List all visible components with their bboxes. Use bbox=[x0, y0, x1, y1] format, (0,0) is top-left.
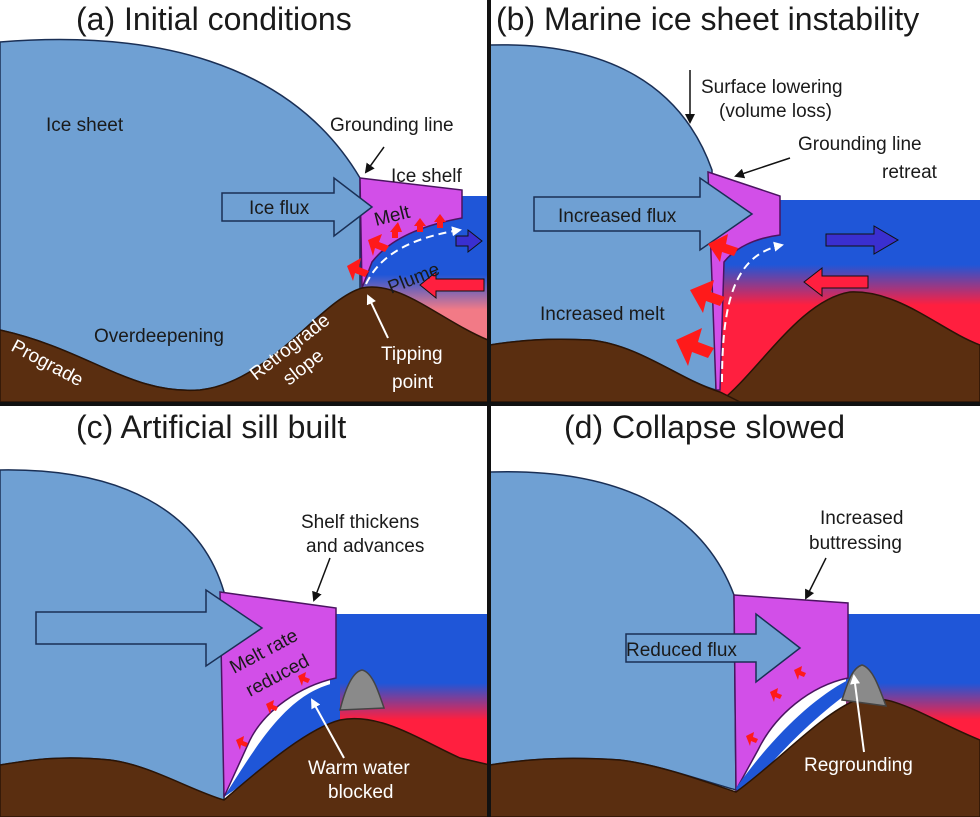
panel-d: (d) Collapse slowed Increased buttressin… bbox=[489, 409, 980, 817]
retreat-label: retreat bbox=[882, 162, 938, 183]
plume-path bbox=[721, 241, 784, 383]
bedrock-bump bbox=[717, 291, 980, 403]
panel-b: (b) Marine ice sheet instability Surface… bbox=[489, 1, 980, 403]
regrounding-label: Regrounding bbox=[804, 755, 913, 776]
outflow-arrow bbox=[455, 228, 483, 254]
increased-flux-arrow bbox=[533, 176, 754, 252]
volume-loss-label: (volume loss) bbox=[719, 101, 832, 122]
increased-flux-label: Increased flux bbox=[558, 206, 677, 227]
panel-d-title: (d) Collapse slowed bbox=[564, 409, 845, 445]
buttressing-label: buttressing bbox=[809, 533, 902, 554]
increased-label: Increased bbox=[820, 508, 903, 529]
buttressing-pointer bbox=[805, 557, 827, 600]
increased-melt-label: Increased melt bbox=[540, 304, 665, 325]
tipping-label: Tipping bbox=[381, 344, 443, 365]
bedrock bbox=[0, 717, 491, 817]
bedrock bbox=[489, 338, 741, 403]
warm-water-label: Warm water bbox=[308, 758, 410, 779]
sill bbox=[339, 669, 386, 711]
panel-b-title: (b) Marine ice sheet instability bbox=[496, 1, 919, 37]
ice-sheet-label: Ice sheet bbox=[46, 115, 124, 136]
ice-shelf bbox=[219, 591, 337, 798]
shelf-pointer bbox=[312, 557, 331, 602]
blocked-label: blocked bbox=[328, 782, 394, 803]
warm-water-wedge bbox=[224, 682, 340, 797]
and-advances-label: and advances bbox=[306, 536, 424, 557]
flux-arrow bbox=[35, 588, 264, 668]
overdeepening-label: Overdeepening bbox=[94, 326, 224, 347]
gl-retreat-pointer bbox=[734, 157, 791, 179]
grounding-line-pointer bbox=[364, 146, 385, 174]
reduced-flux-label: Reduced flux bbox=[626, 640, 737, 661]
tipping-point-pointer bbox=[366, 294, 389, 339]
bedrock bbox=[0, 286, 489, 403]
melt-arrows bbox=[236, 672, 310, 750]
shelf-thickens-label: Shelf thickens bbox=[301, 512, 419, 533]
panel-c-title: (c) Artificial sill built bbox=[76, 409, 346, 445]
grounding-line-label: Grounding line bbox=[330, 115, 454, 136]
ice-sheet bbox=[489, 470, 737, 791]
reduced-flux-arrow bbox=[625, 612, 802, 684]
outflow-arrow bbox=[825, 225, 899, 255]
ice-shelf-label: Ice shelf bbox=[391, 166, 462, 187]
melt-arrows bbox=[676, 234, 738, 366]
ice-flux-arrow bbox=[221, 176, 374, 238]
inflow-arrow bbox=[803, 266, 869, 298]
panel-a-title: (a) Initial conditions bbox=[76, 1, 352, 37]
point-label: point bbox=[392, 372, 434, 393]
bedrock bbox=[489, 697, 980, 817]
melt-arrows bbox=[746, 666, 806, 746]
panel-a: (a) Initial conditions Ice sheet Groundi… bbox=[0, 1, 489, 403]
inflow-arrow bbox=[419, 270, 485, 300]
surface-lowering-label: Surface lowering bbox=[701, 77, 843, 98]
gl-retreat-label: Grounding line bbox=[798, 134, 922, 155]
warm-water-pointer bbox=[311, 698, 345, 759]
plume-path bbox=[365, 226, 462, 285]
regrounding-pointer bbox=[850, 674, 865, 753]
melt-arrows bbox=[347, 214, 446, 281]
panel-c: (c) Artificial sill built Shelf thickens… bbox=[0, 409, 491, 817]
ice-flux-label: Ice flux bbox=[249, 198, 310, 219]
